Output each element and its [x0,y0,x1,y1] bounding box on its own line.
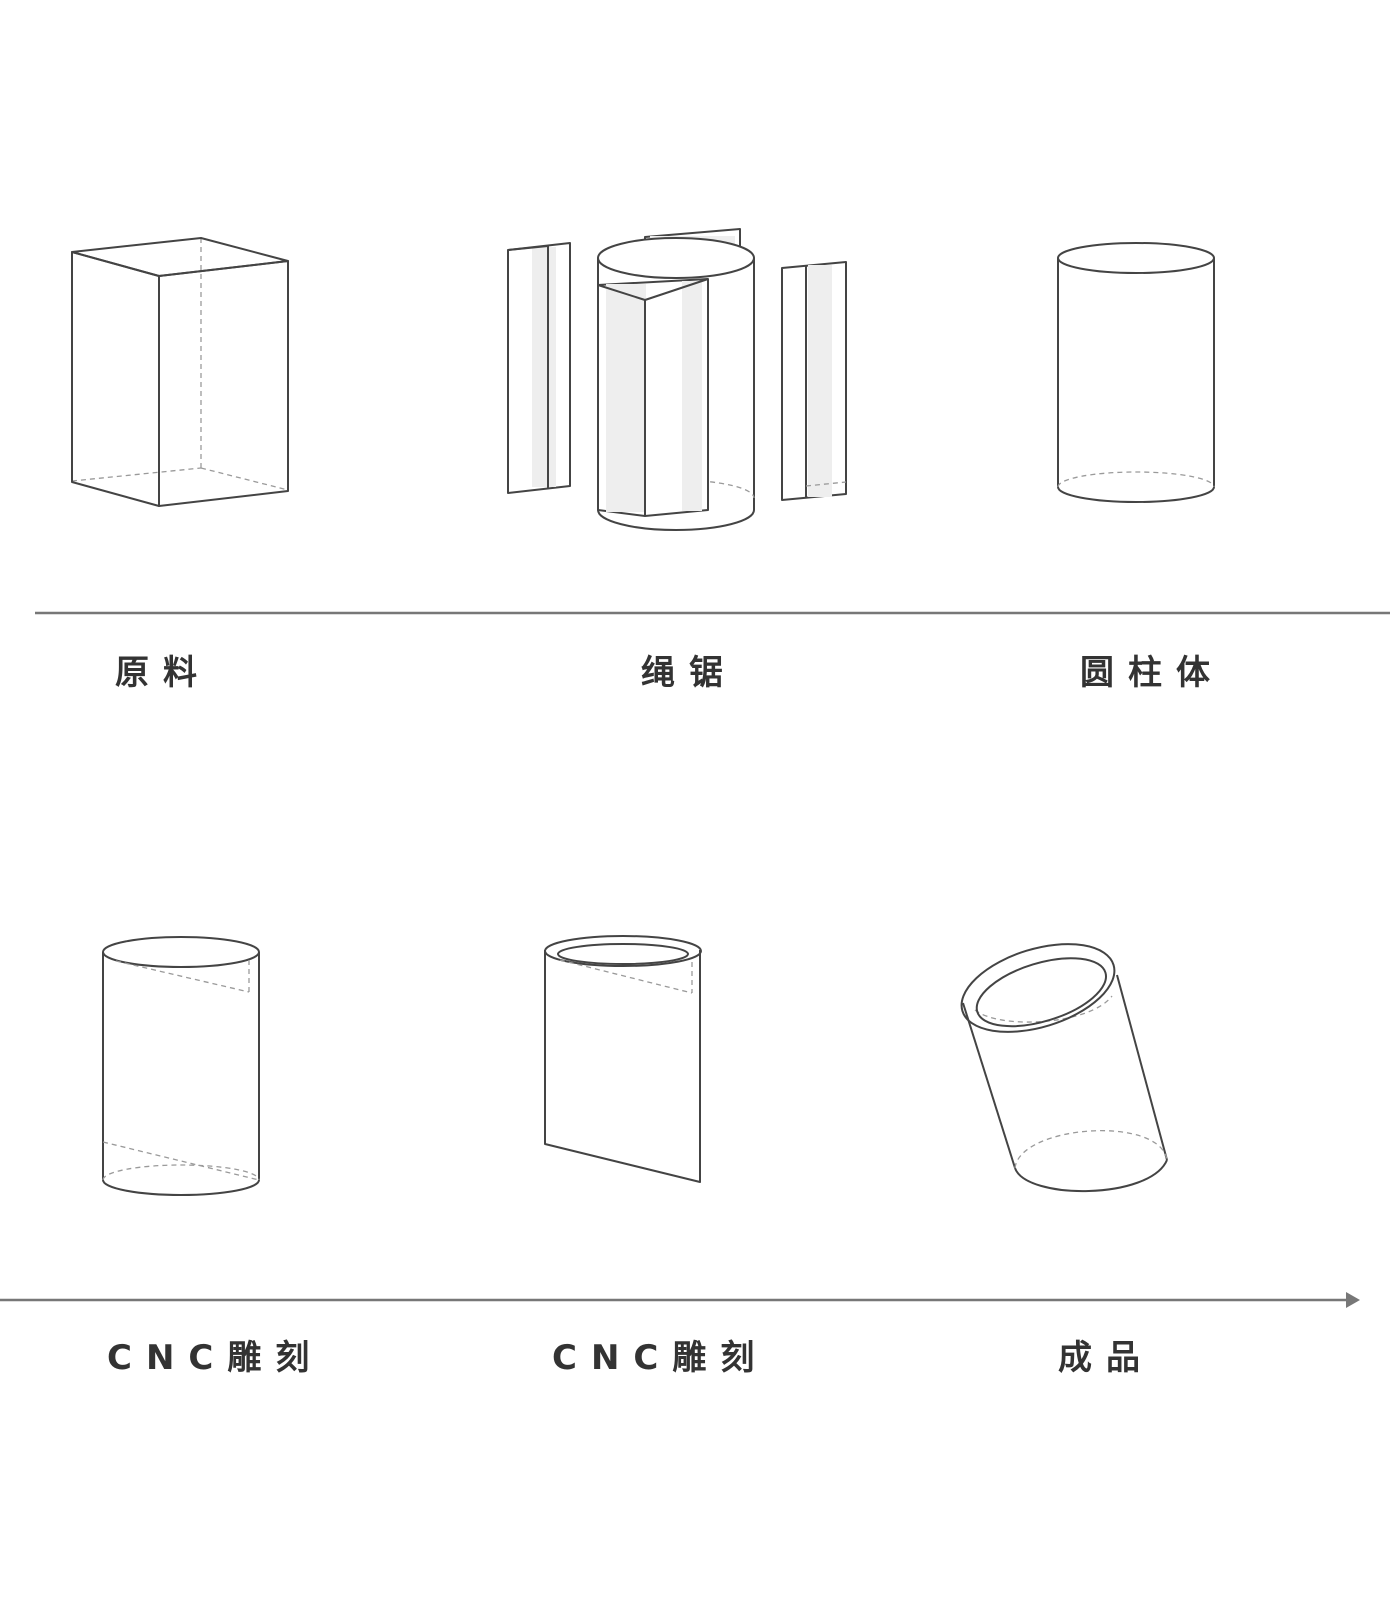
step-label-cnc-carving-1: CNC雕刻 [107,1338,324,1378]
raw-block-figure [71,237,289,507]
step-label-cylinder: 圆柱体 [1080,653,1224,693]
cylinder-figure [1057,242,1215,503]
step-label-raw-material: 原料 [115,653,211,693]
step-label-rope-saw: 绳锯 [641,653,737,693]
arrow-head [1346,1292,1360,1308]
step-label-finished-product: 成品 [1058,1338,1154,1378]
finished-product-figure [960,943,1168,1193]
cnc-carving-figure-2 [544,935,702,1183]
cnc-carving-figure-1 [102,936,260,1196]
step-label-cnc-carving-2: CNC雕刻 [552,1338,769,1378]
rope-saw-figure [507,228,847,531]
